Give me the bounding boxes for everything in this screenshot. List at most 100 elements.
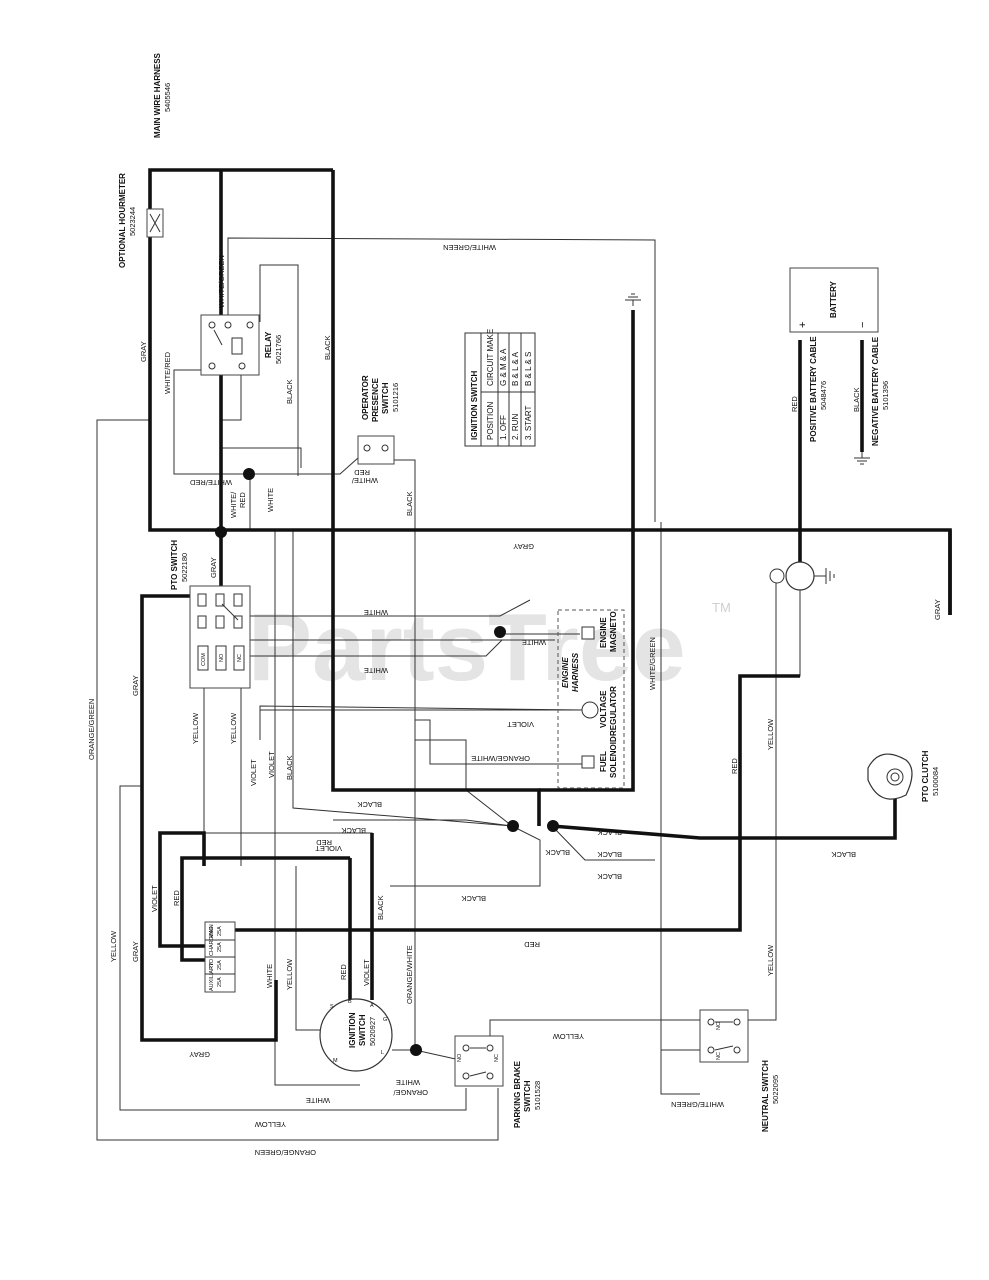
ign-term-b: B <box>348 999 352 1005</box>
wire-label-orange-slash: ORANGE/ <box>392 1088 428 1097</box>
junction-dot <box>494 626 506 638</box>
positive-cable-label: POSITIVE BATTERY CABLE <box>809 336 818 442</box>
engine-harness-label-2: HARNESS <box>571 652 580 692</box>
parking-brake-part: 5101528 <box>533 1081 542 1110</box>
wire-label-white: WHITE <box>306 1096 330 1105</box>
fuse-main: MAIN <box>209 924 215 938</box>
ign-term-m: M <box>333 1058 338 1064</box>
fuse-pto: PTO <box>209 958 215 970</box>
ignition-table <box>464 332 536 447</box>
wire-yellow-left <box>119 785 467 1111</box>
opp-part: 5101216 <box>391 383 400 412</box>
wire-violet-thick <box>158 831 206 948</box>
wire-label-gray: GRAY <box>209 557 218 578</box>
fuel-solenoid-label-1: FUEL <box>599 751 608 772</box>
wire-red-right <box>739 580 801 930</box>
wire-white-red <box>173 369 250 475</box>
wire-black-ground <box>539 310 635 792</box>
relay-part: 5021766 <box>274 335 283 364</box>
wire-label-orange-white: ORANGE/WHITE <box>405 945 414 1004</box>
junction-dot <box>507 820 519 832</box>
wire-label-black: BLACK <box>852 387 861 412</box>
ignition-part: 5020927 <box>368 1017 377 1046</box>
wire-label-black: BLACK <box>405 491 414 516</box>
wire-label-black: BLACK <box>597 872 622 881</box>
engine-harness-box <box>557 609 625 789</box>
wire-label-gray: GRAY <box>131 675 140 696</box>
wire-label-red-stacked: RED <box>354 468 370 477</box>
wire-label-white: WHITE <box>364 666 388 675</box>
junction-dot <box>243 468 255 480</box>
wire-yellow-ign <box>295 866 320 1031</box>
wire-label-violet: VIOLET <box>267 751 276 778</box>
hourmeter-part: 5023244 <box>128 207 137 236</box>
wire-label-yellow: YELLOW <box>552 1032 584 1041</box>
magneto-label-1: ENGINE <box>599 617 608 648</box>
main-harness-label: MAIN WIRE HARNESS <box>153 52 162 138</box>
wire-label-red: RED <box>730 758 739 774</box>
fuse-main-amp: 25A <box>217 926 223 936</box>
wire-label-yellow: YELLOW <box>109 930 118 962</box>
negative-cable-part: 5101396 <box>881 381 890 410</box>
battery-plus: + <box>797 322 809 328</box>
wire-label-gray: GRAY <box>189 1050 210 1059</box>
pto-com: COM <box>201 653 207 666</box>
labels: MAIN WIRE HARNESS 5405546 OPTIONAL HOURM… <box>87 52 942 1157</box>
ignition-table-row-3-pos: 3. START <box>524 406 533 440</box>
wire-label-white-green: WHITE/GREEN <box>648 637 657 690</box>
wire-label-violet: VIOLET <box>150 885 159 912</box>
wire-label-white-green: WHITE/GREEN <box>443 243 496 252</box>
wire-label-red: RED <box>524 940 540 949</box>
hourmeter <box>146 208 164 238</box>
wire-opp-black <box>392 459 416 1050</box>
wire-white-vertical <box>274 530 360 1086</box>
ground-symbol <box>625 293 870 465</box>
watermark-tm: TM <box>712 600 731 615</box>
wire-red-thick <box>180 856 350 962</box>
wire-opp-white-red <box>250 457 359 475</box>
wire-label-black: BLACK <box>285 755 294 780</box>
wire-white-green-top <box>227 237 662 1094</box>
wire-label-yellow: YELLOW <box>229 712 238 744</box>
ignition-table-row-1-circuit: G & M & A <box>499 348 508 386</box>
ignition-switch <box>319 998 393 1072</box>
fuel-solenoid-label-2: SOLENOID <box>609 736 618 778</box>
pto-clutch-part: 5100084 <box>931 767 940 796</box>
wire-neutral-yellow <box>744 680 777 1021</box>
fuse-block <box>204 921 236 993</box>
wire-black-junction-a <box>333 819 513 827</box>
parking-brake-label-2: SWITCH <box>523 1080 532 1112</box>
wire-label-white: WHITE <box>396 1078 420 1087</box>
opp-label-1: OPERATOR <box>361 375 370 420</box>
battery-label: BATTERY <box>829 280 838 318</box>
wire-gray-left <box>96 419 499 1141</box>
wire-gray-loop <box>140 594 278 1042</box>
ignition-table-row-2-pos: 2. RUN <box>511 414 520 440</box>
wire-label-violet: VIOLET <box>507 720 534 729</box>
wire-label-yellow: YELLOW <box>766 718 775 750</box>
negative-cable-label: NEGATIVE BATTERY CABLE <box>871 336 880 446</box>
ign-term-a: A <box>370 1003 374 1009</box>
junction-dot <box>215 526 227 538</box>
battery <box>789 267 879 333</box>
operator-presence-switch <box>357 435 395 465</box>
wire-black-main <box>148 168 952 615</box>
hourmeter-label: OPTIONAL HOURMETER <box>118 173 127 268</box>
fuse-pto-amp: 25A <box>217 960 223 970</box>
wire-black-clutch <box>551 782 897 840</box>
wire-label-red-stacked: RED <box>238 492 247 508</box>
fuse-aux: AUXILIARY <box>209 962 215 991</box>
watermark: PartsTree <box>248 594 686 701</box>
wire-label-white-red-stacked: WHITE/ <box>229 491 238 518</box>
opp-label-2: PRESENCE <box>371 377 380 422</box>
wire-label-violet: VIOLET <box>362 959 371 986</box>
positive-cable-part: 5048476 <box>819 381 828 410</box>
wire-label-white-red: WHITE/RED <box>163 351 172 394</box>
wire-label-black: BLACK <box>285 379 294 404</box>
ignition-table-row-1-pos: 1. OFF <box>499 415 508 440</box>
wire-label-violet: VIOLET <box>249 759 258 786</box>
wire-label-gray: GRAY <box>933 599 942 620</box>
wire-label-orange-white: ORANGE/WHITE <box>471 754 530 763</box>
ign-term-g: G <box>383 1017 387 1023</box>
regulator-label-1: VOLTAGE <box>599 690 608 728</box>
